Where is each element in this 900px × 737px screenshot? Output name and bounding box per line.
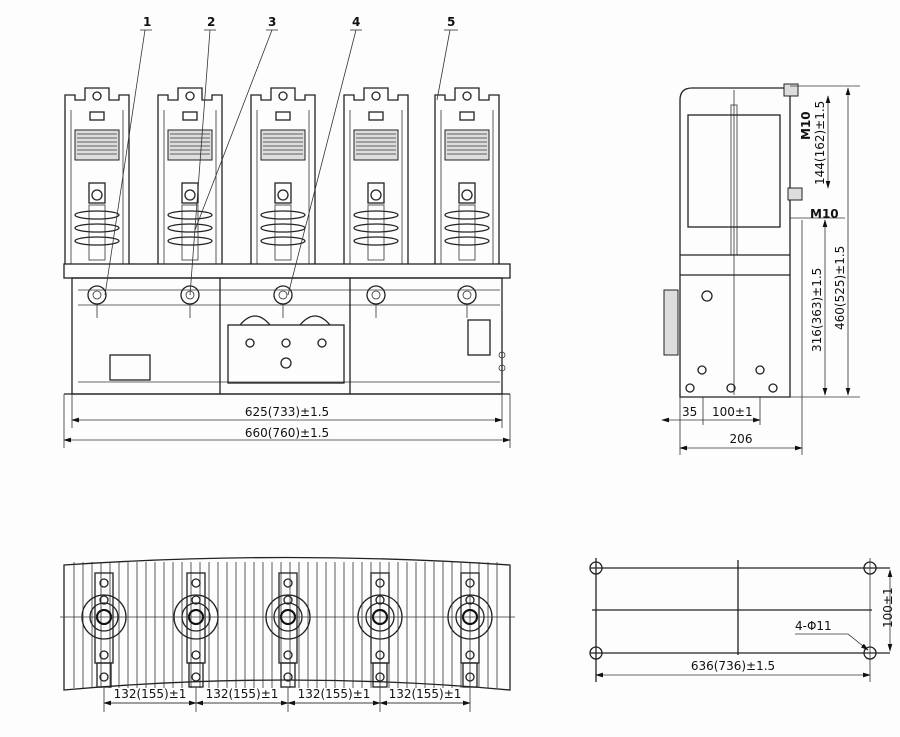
actuator-block xyxy=(227,324,345,384)
bottom-terminal-2 xyxy=(173,572,219,688)
bottom-terminal-3 xyxy=(265,572,311,688)
callout-lines xyxy=(104,29,458,296)
side-view: M10 M10 144(162)±1.5 316(363)±1.5 460(52… xyxy=(661,83,860,455)
callout-2: 2 xyxy=(207,15,215,29)
thread-m10-mid: M10 xyxy=(810,207,839,221)
ribs xyxy=(73,562,498,688)
top-beam xyxy=(63,263,511,279)
pole-2 xyxy=(157,87,223,318)
front-view: 1 2 3 4 5 625(733)±1.5 660(760)±1.5 xyxy=(63,15,511,448)
pitch-dim-3: 132(155)±1 xyxy=(298,687,371,701)
dim-144: 144(162)±1.5 xyxy=(813,101,827,185)
dim-100: 100±1 xyxy=(712,405,753,419)
callout-4: 4 xyxy=(352,15,360,29)
callout-3: 3 xyxy=(268,15,276,29)
pole-3 xyxy=(250,87,316,318)
dim-460: 460(525)±1.5 xyxy=(833,246,847,330)
pitch-dimensions xyxy=(103,687,471,712)
mount-hole xyxy=(863,646,877,660)
holes-label: 4-Φ11 xyxy=(795,619,832,633)
mounting-plan: 100±1 4-Φ11 636(736)±1.5 xyxy=(589,558,895,682)
bottom-terminals xyxy=(81,572,493,688)
pitch-dim-2: 132(155)±1 xyxy=(206,687,279,701)
pole-5 xyxy=(434,87,500,318)
dim-625: 625(733)±1.5 xyxy=(245,405,329,419)
dim-206: 206 xyxy=(730,432,753,446)
dim-636: 636(736)±1.5 xyxy=(691,659,775,673)
thread-m10-top: M10 xyxy=(799,111,813,140)
pitch-dim-4: 132(155)±1 xyxy=(389,687,462,701)
dim-35: 35 xyxy=(682,405,697,419)
pitch-dim-1: 132(155)±1 xyxy=(114,687,187,701)
pole-group xyxy=(64,87,500,318)
pole-4 xyxy=(343,87,409,318)
dim-660: 660(760)±1.5 xyxy=(245,426,329,440)
callout-5: 5 xyxy=(447,15,455,29)
mount-hole xyxy=(589,646,603,660)
dim-316: 316(363)±1.5 xyxy=(810,268,824,352)
bottom-view: 132(155)±1 132(155)±1 132(155)±1 132(155… xyxy=(60,556,515,712)
pole-1 xyxy=(64,87,130,318)
callout-1: 1 xyxy=(143,15,151,29)
mount-hole xyxy=(589,561,603,575)
mount-hole xyxy=(863,561,877,575)
dim-100-mount: 100±1 xyxy=(881,587,895,628)
